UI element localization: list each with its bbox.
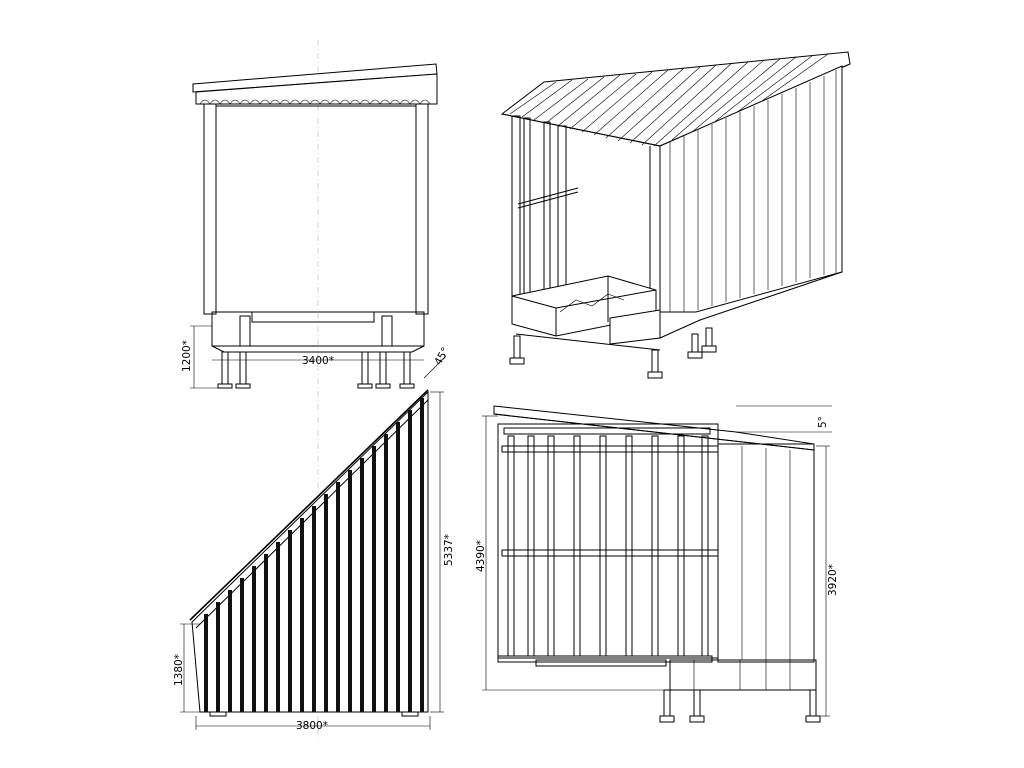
plan-base-frame: [669, 659, 817, 691]
front-legs: [217, 351, 415, 389]
plan-length-dim: 4390*: [475, 540, 487, 572]
side-wall-corrugation: [204, 398, 424, 712]
side-foot-right: [401, 711, 419, 717]
front-view: 1200* 3400* 45°: [181, 40, 452, 740]
front-base-height-dim: 1200*: [181, 340, 193, 372]
side-length-dim: 3800*: [296, 720, 328, 732]
iso-legs: [509, 327, 717, 379]
iso-side-wall-ribs: [669, 70, 837, 312]
side-low-height-dim: 1380*: [173, 654, 185, 686]
iso-base: [511, 271, 843, 351]
plan-rail-top: [501, 445, 719, 453]
plan-view: 4390* 3920* 5°: [475, 405, 839, 723]
front-post-left: [203, 103, 217, 315]
front-post-right: [415, 103, 429, 315]
roof-slope-dim: 5°: [817, 416, 829, 428]
side-high-height-dim: 5337*: [443, 534, 455, 566]
iso-roof-ribs: [509, 53, 829, 147]
side-wall: [191, 390, 429, 713]
plan-frame-studs: [507, 435, 709, 657]
side-view: 1380* 3800* 5337*: [173, 389, 455, 732]
front-base: [211, 311, 425, 353]
plan-rail-mid: [501, 549, 719, 557]
side-foot-left: [209, 711, 227, 717]
plan-width-dim: 3920*: [827, 564, 839, 596]
front-roof: [192, 63, 438, 105]
front-back-wall: [215, 105, 417, 313]
plan-main-frame: [497, 423, 719, 659]
front-width-dim: 3400*: [302, 355, 334, 367]
plan-legs: [659, 689, 821, 723]
front-angle-dim: 45°: [432, 345, 452, 367]
isometric-view: [500, 51, 851, 379]
